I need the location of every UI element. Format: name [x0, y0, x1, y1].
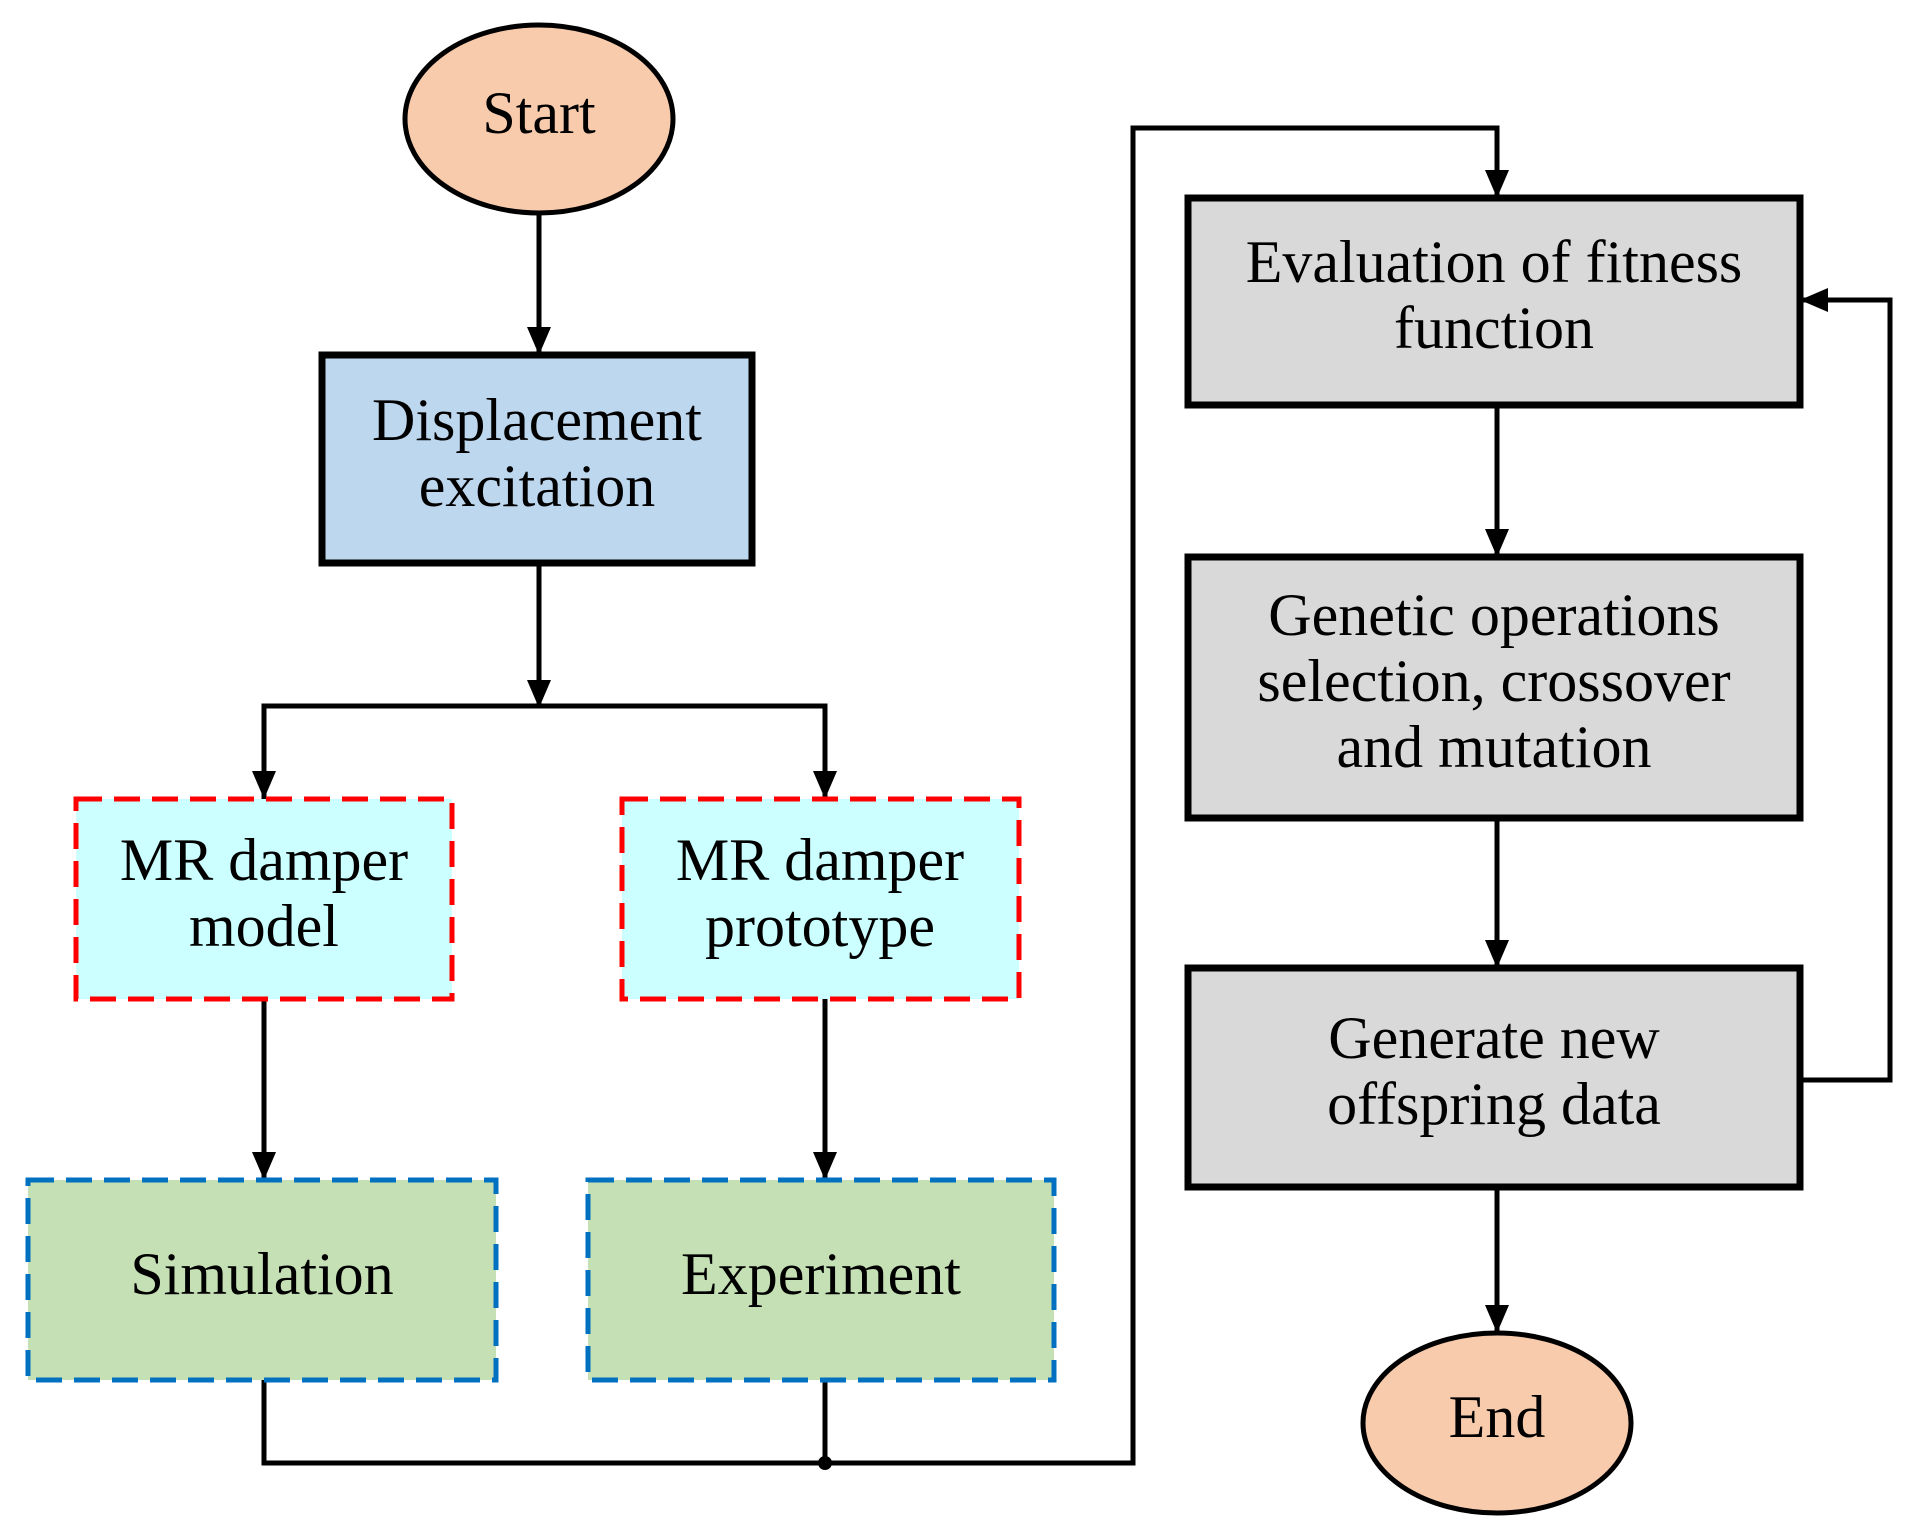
end-node: End — [1360, 1330, 1634, 1516]
start-label-line: Start — [482, 80, 596, 146]
genetic-label-line: and mutation — [1337, 714, 1652, 780]
genetic-label-line: Genetic operations — [1268, 582, 1720, 648]
mr-damper-model-shape — [73, 796, 455, 1002]
displacement-excitation-shape — [318, 351, 756, 567]
mr-damper-prototype-shape — [619, 796, 1022, 1002]
fitness-evaluation-shape — [1184, 194, 1804, 409]
fitness-label-line: Evaluation of fitness — [1246, 229, 1743, 295]
end-label-line: End — [1449, 1384, 1546, 1450]
simulation-node: Simulation — [25, 1177, 499, 1383]
simulation-label: Simulation — [130, 1241, 393, 1307]
displacement-label-line: excitation — [419, 453, 656, 519]
split-bar — [261, 703, 828, 799]
experiment-label: Experiment — [681, 1241, 961, 1307]
experiment-shape — [585, 1177, 1057, 1383]
arrow-offspring-loop-to-fitness — [1800, 288, 1893, 1083]
genetic-operations-shape — [1184, 553, 1804, 822]
simulation-label-line: Simulation — [130, 1241, 393, 1307]
fitness-label-line: function — [1394, 295, 1594, 361]
merge-line — [261, 125, 1509, 1466]
offspring-label-line: offspring data — [1327, 1071, 1661, 1137]
model-label-line: MR damper — [120, 827, 408, 893]
start-node: Start — [402, 22, 676, 216]
connectors — [252, 125, 1893, 1470]
offspring-label-line: Generate new — [1328, 1005, 1660, 1071]
displacement-label-line: Displacement — [372, 387, 702, 453]
end-label: End — [1449, 1384, 1546, 1450]
genetic-label-line: selection, crossover — [1257, 648, 1730, 714]
start-label: Start — [482, 80, 596, 146]
generate-offspring-shape — [1184, 964, 1804, 1191]
junction-dot — [818, 1456, 832, 1470]
experiment-label-line: Experiment — [681, 1241, 961, 1307]
end-shape — [1360, 1330, 1634, 1516]
start-shape — [402, 22, 676, 216]
simulation-shape — [25, 1177, 499, 1383]
prototype-label-line: MR damper — [676, 827, 964, 893]
experiment-node: Experiment — [585, 1177, 1057, 1383]
prototype-label-line: prototype — [705, 893, 935, 959]
model-label-line: model — [189, 893, 339, 959]
